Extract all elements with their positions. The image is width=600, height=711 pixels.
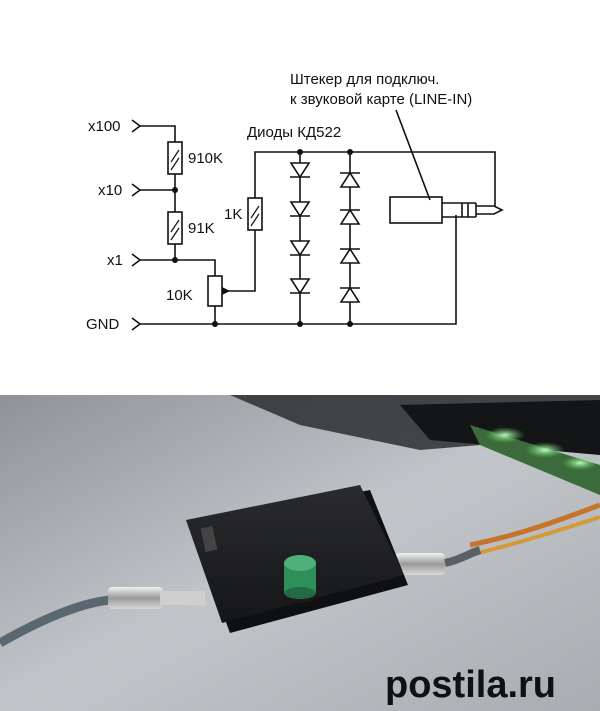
x100-input-terminal xyxy=(131,119,142,133)
device-photo: postila.ru xyxy=(0,395,600,711)
circuit-schematic: x100 x10 x1 GND 910K 91K 1K 10K Диоды КД… xyxy=(86,71,504,333)
label-10k: 10K xyxy=(166,287,193,304)
watermark-text: postila.ru xyxy=(385,664,556,706)
plug-right xyxy=(395,553,445,575)
plug-label-line2: к звуковой карте (LINE-IN) xyxy=(290,91,472,108)
diodes-column-reverse xyxy=(339,171,361,303)
label-91k: 91K xyxy=(188,220,215,237)
gnd-input-terminal xyxy=(131,317,142,331)
label-x100: x100 xyxy=(88,118,121,135)
label-gnd: GND xyxy=(86,316,120,333)
diodes-column-forward xyxy=(289,162,311,295)
label-x1: x1 xyxy=(107,252,123,269)
label-1k: 1K xyxy=(224,206,242,223)
potentiometer-10k xyxy=(207,275,230,307)
diodes-label: Диоды КД522 xyxy=(247,124,341,141)
watermark-logo: postila.ru xyxy=(385,664,556,706)
cable-left xyxy=(0,595,111,647)
label-910k: 910K xyxy=(188,150,223,167)
plug-label-line1: Штекер для подключ. xyxy=(290,71,439,88)
plug-left xyxy=(108,587,163,609)
resistor-91k xyxy=(167,211,183,245)
resistor-910k xyxy=(167,141,183,175)
resistor-1k xyxy=(247,197,263,231)
x1-input-terminal xyxy=(131,253,142,267)
x10-input-terminal xyxy=(131,183,142,197)
label-x10: x10 xyxy=(98,182,122,199)
